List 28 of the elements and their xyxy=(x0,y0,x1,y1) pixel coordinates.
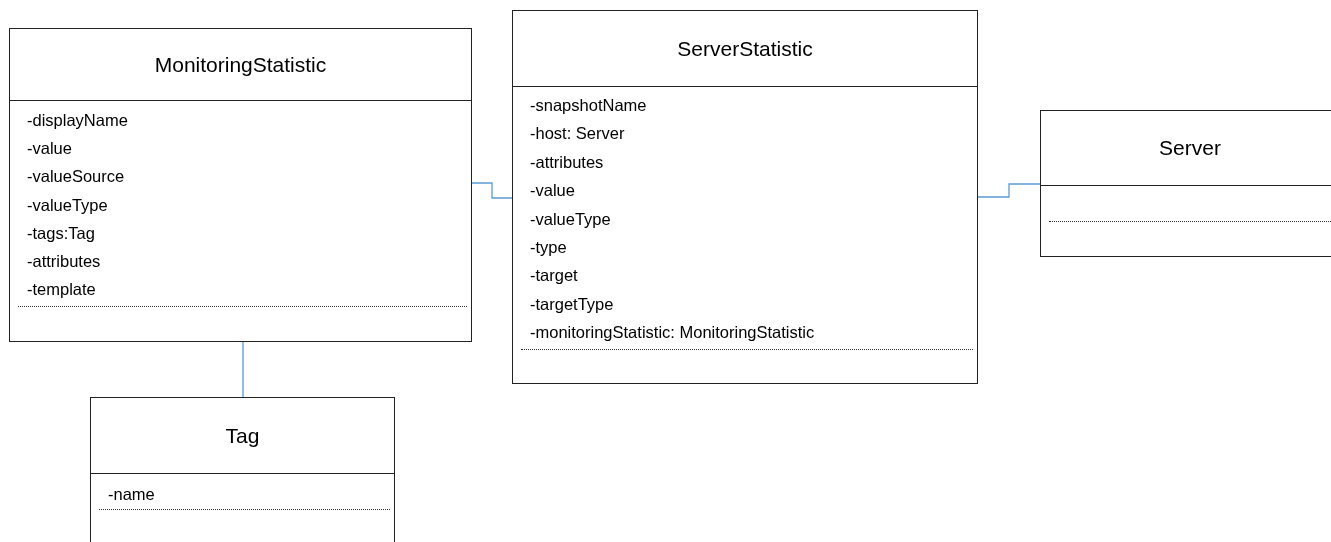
connector-line xyxy=(471,182,513,199)
attribute-text: -type xyxy=(530,237,567,258)
attribute-text: -host: Server xyxy=(530,123,625,145)
connector-line xyxy=(242,341,244,398)
attribute-text: -value xyxy=(530,180,575,202)
class-box xyxy=(512,10,978,384)
class-box xyxy=(9,28,472,342)
class-name: MonitoringStatistic xyxy=(154,52,327,77)
attribute-text: -displayName xyxy=(27,110,128,131)
attribute-text: -valueSource xyxy=(27,166,125,188)
attribute-text: -tags:Tag xyxy=(27,222,95,244)
attribute-text: -attributes xyxy=(530,151,604,173)
attribute-text: -name xyxy=(108,484,155,505)
attribute-text: -template xyxy=(27,279,96,301)
attribute-text: -value xyxy=(27,138,72,160)
attribute-text: -attributes xyxy=(27,251,101,272)
attribute-text: -valueType xyxy=(27,194,108,216)
attribute-text: -valueType xyxy=(530,208,611,230)
attribute-text: -target xyxy=(530,265,578,287)
attribute-text: -snapshotName xyxy=(530,95,647,116)
class-name: Tag xyxy=(225,423,260,448)
class-box xyxy=(90,397,395,542)
attribute-text: -monitoringStatistic: MonitoringStatistic xyxy=(530,322,815,344)
connector-line xyxy=(977,183,1041,198)
attribute-text: -targetType xyxy=(530,293,614,315)
class-box xyxy=(1040,110,1331,257)
class-name: ServerStatistic xyxy=(677,36,813,61)
class-name: Server xyxy=(1159,136,1221,160)
